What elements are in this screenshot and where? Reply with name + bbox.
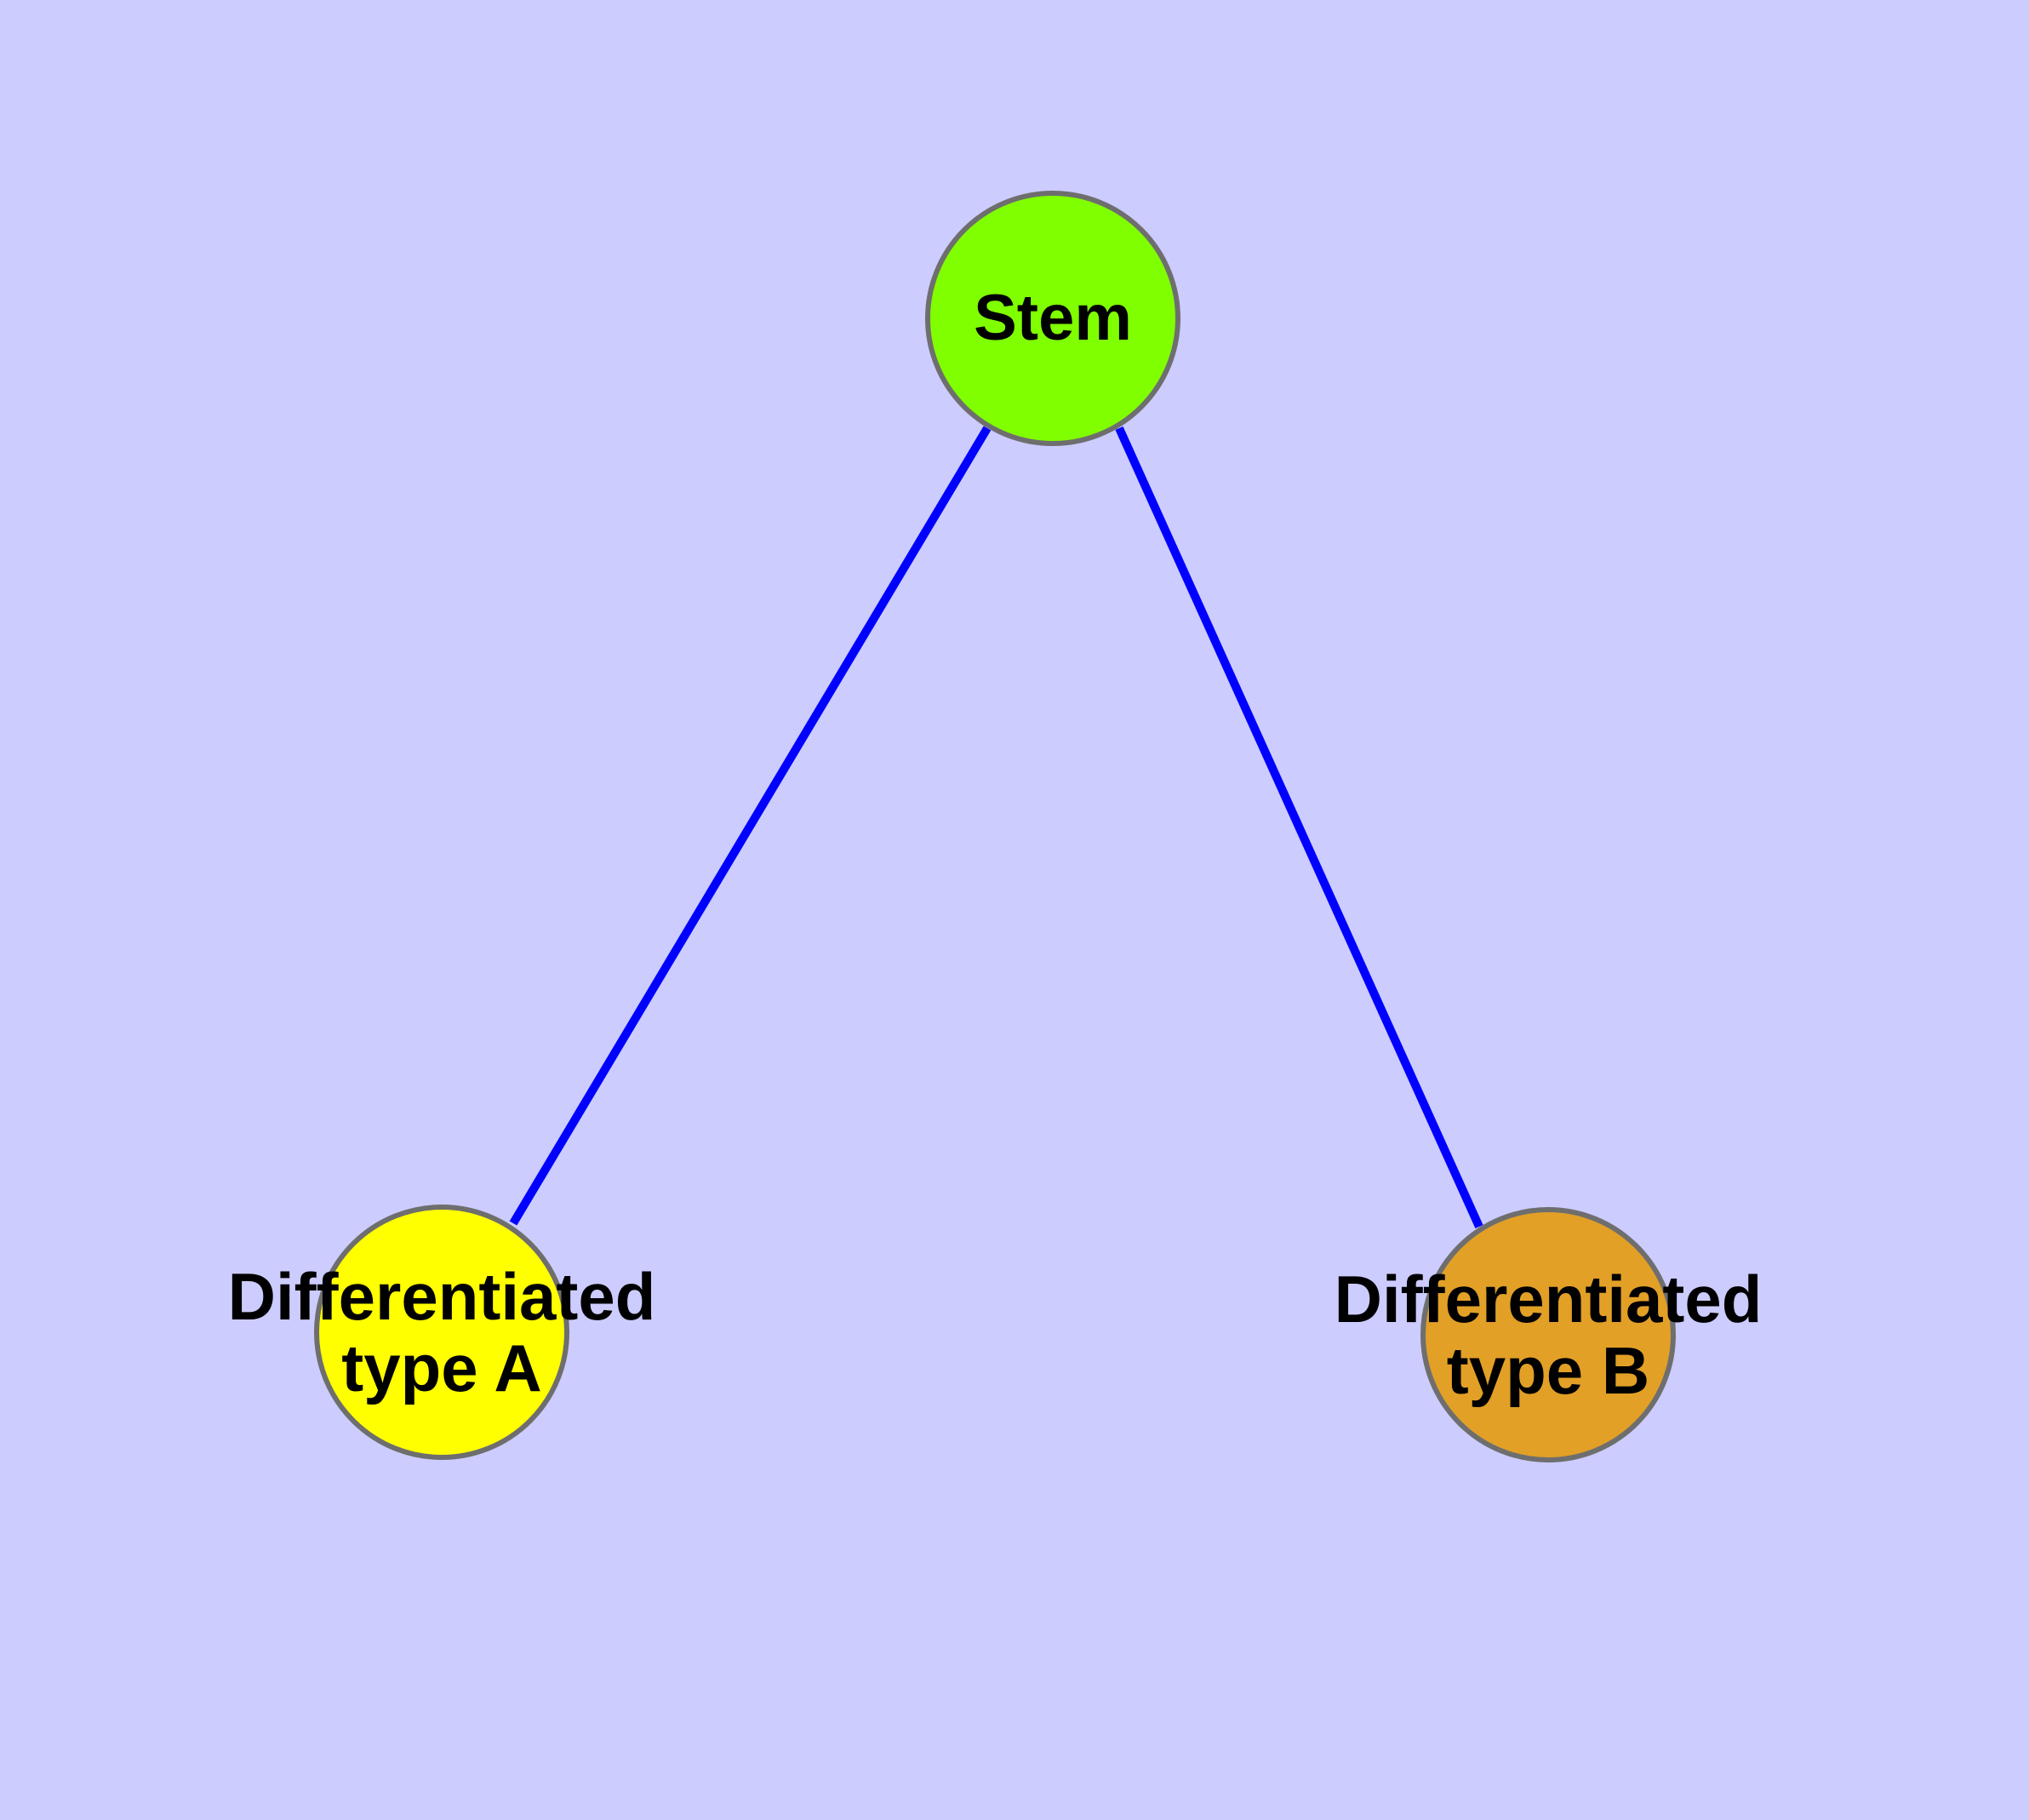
node-stem-label: Stem [974,281,1132,354]
edge-stem-to-differentiated-type-a [509,426,992,1226]
node-stem[interactable]: Stem [925,191,1180,446]
node-differentiated-type-a[interactable]: Differentiated type A [228,1205,655,1460]
edge-stem-to-differentiated-type-b [1115,426,1483,1229]
node-differentiated-type-b[interactable]: Differentiated type B [1335,1207,1762,1462]
